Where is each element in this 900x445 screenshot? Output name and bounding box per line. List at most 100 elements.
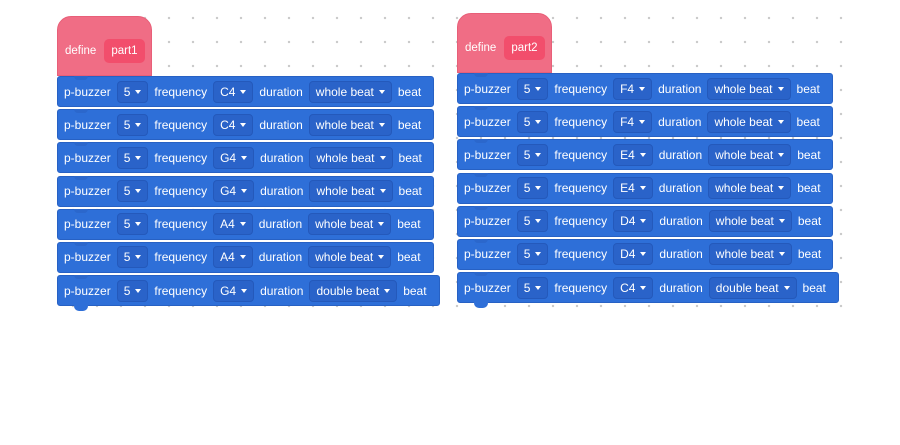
pin-dropdown[interactable]: 5 <box>116 246 149 269</box>
note-value: G4 <box>220 150 237 165</box>
note-dropdown[interactable]: C4 <box>213 113 254 136</box>
duration-value: whole beat <box>714 81 773 96</box>
caret-down-icon <box>639 119 646 124</box>
note-dropdown[interactable]: A4 <box>213 213 253 236</box>
beat-label: beat <box>398 184 422 199</box>
note-dropdown[interactable]: D4 <box>613 210 654 233</box>
caret-down-icon <box>240 122 247 127</box>
caret-down-icon <box>241 189 248 194</box>
caret-down-icon <box>640 252 647 257</box>
pin-dropdown[interactable]: 5 <box>116 113 149 136</box>
duration-dropdown[interactable]: double beat <box>309 279 398 302</box>
pin-dropdown[interactable]: 5 <box>516 276 549 299</box>
note-dropdown[interactable]: G4 <box>213 279 255 302</box>
pin-dropdown[interactable]: 5 <box>516 110 549 133</box>
beat-label: beat <box>797 214 822 229</box>
duration-dropdown[interactable]: whole beat <box>308 213 392 236</box>
beat-label: beat <box>397 117 422 132</box>
pin-dropdown[interactable]: 5 <box>116 80 149 103</box>
duration-label: duration <box>659 214 703 229</box>
beat-label: beat <box>802 280 826 295</box>
pin-dropdown[interactable]: 5 <box>116 180 149 203</box>
duration-label: duration <box>659 247 703 262</box>
pin-value: 5 <box>123 217 131 232</box>
duration-label: duration <box>260 150 304 165</box>
pin-dropdown[interactable]: 5 <box>516 177 549 200</box>
procedure-name[interactable]: part1 <box>104 39 145 63</box>
note-dropdown[interactable]: C4 <box>213 80 254 103</box>
caret-down-icon <box>239 255 246 260</box>
caret-down-icon <box>640 285 647 290</box>
command-label: p-buzzer <box>464 247 511 262</box>
command-stack: p-buzzer 5 frequency C4 duration whole beat be… <box>57 76 440 312</box>
note-dropdown[interactable]: A4 <box>213 246 253 269</box>
note-dropdown[interactable]: E4 <box>613 143 653 166</box>
note-dropdown[interactable]: F4 <box>613 77 653 100</box>
duration-dropdown[interactable]: whole beat <box>708 177 792 200</box>
duration-dropdown[interactable]: whole beat <box>308 113 392 136</box>
duration-label: duration <box>258 217 303 232</box>
duration-dropdown[interactable]: whole beat <box>309 180 393 203</box>
define-block[interactable]: define part1 <box>57 16 152 76</box>
caret-down-icon <box>639 152 646 157</box>
frequency-label: frequency <box>154 184 208 199</box>
caret-down-icon <box>241 155 248 160</box>
pin-dropdown[interactable]: 5 <box>116 213 149 236</box>
pin-dropdown[interactable]: 5 <box>516 77 549 100</box>
pin-dropdown[interactable]: 5 <box>516 243 549 266</box>
frequency-label: frequency <box>554 280 608 295</box>
caret-down-icon <box>135 255 142 260</box>
script-part1[interactable]: define part1 p-buzzer 5 frequency C4 duratio… <box>57 16 440 312</box>
duration-dropdown[interactable]: whole beat <box>708 243 792 266</box>
command-label: p-buzzer <box>64 250 111 265</box>
note-value: C4 <box>220 84 236 99</box>
caret-down-icon <box>379 189 386 194</box>
note-dropdown[interactable]: E4 <box>613 177 653 200</box>
note-dropdown[interactable]: D4 <box>613 243 654 266</box>
caret-down-icon <box>240 89 247 94</box>
duration-dropdown[interactable]: whole beat <box>707 77 791 100</box>
pin-dropdown[interactable]: 5 <box>516 210 549 233</box>
pin-dropdown[interactable]: 5 <box>116 279 149 302</box>
procedure-name[interactable]: part2 <box>504 36 545 60</box>
duration-label: duration <box>658 114 702 129</box>
note-dropdown[interactable]: C4 <box>613 276 654 299</box>
frequency-label: frequency <box>554 81 608 96</box>
duration-dropdown[interactable]: whole beat <box>708 210 792 233</box>
define-block[interactable]: define part2 <box>457 13 552 73</box>
note-dropdown[interactable]: G4 <box>213 146 255 169</box>
duration-dropdown[interactable]: whole beat <box>707 110 791 133</box>
duration-dropdown[interactable]: whole beat <box>309 146 393 169</box>
duration-dropdown[interactable]: whole beat <box>708 143 792 166</box>
caret-down-icon <box>378 122 385 127</box>
note-dropdown[interactable]: G4 <box>213 180 255 203</box>
duration-dropdown[interactable]: whole beat <box>308 246 392 269</box>
pin-dropdown[interactable]: 5 <box>516 143 549 166</box>
note-dropdown[interactable]: F4 <box>613 110 653 133</box>
duration-value: double beat <box>715 280 779 295</box>
frequency-label: frequency <box>554 114 608 129</box>
caret-down-icon <box>378 89 385 94</box>
duration-label: duration <box>658 81 702 96</box>
duration-dropdown[interactable]: double beat <box>708 276 797 299</box>
caret-down-icon <box>535 219 542 224</box>
note-value: E4 <box>620 147 635 162</box>
caret-down-icon <box>239 222 246 227</box>
duration-dropdown[interactable]: whole beat <box>308 80 392 103</box>
pin-dropdown[interactable]: 5 <box>116 146 149 169</box>
